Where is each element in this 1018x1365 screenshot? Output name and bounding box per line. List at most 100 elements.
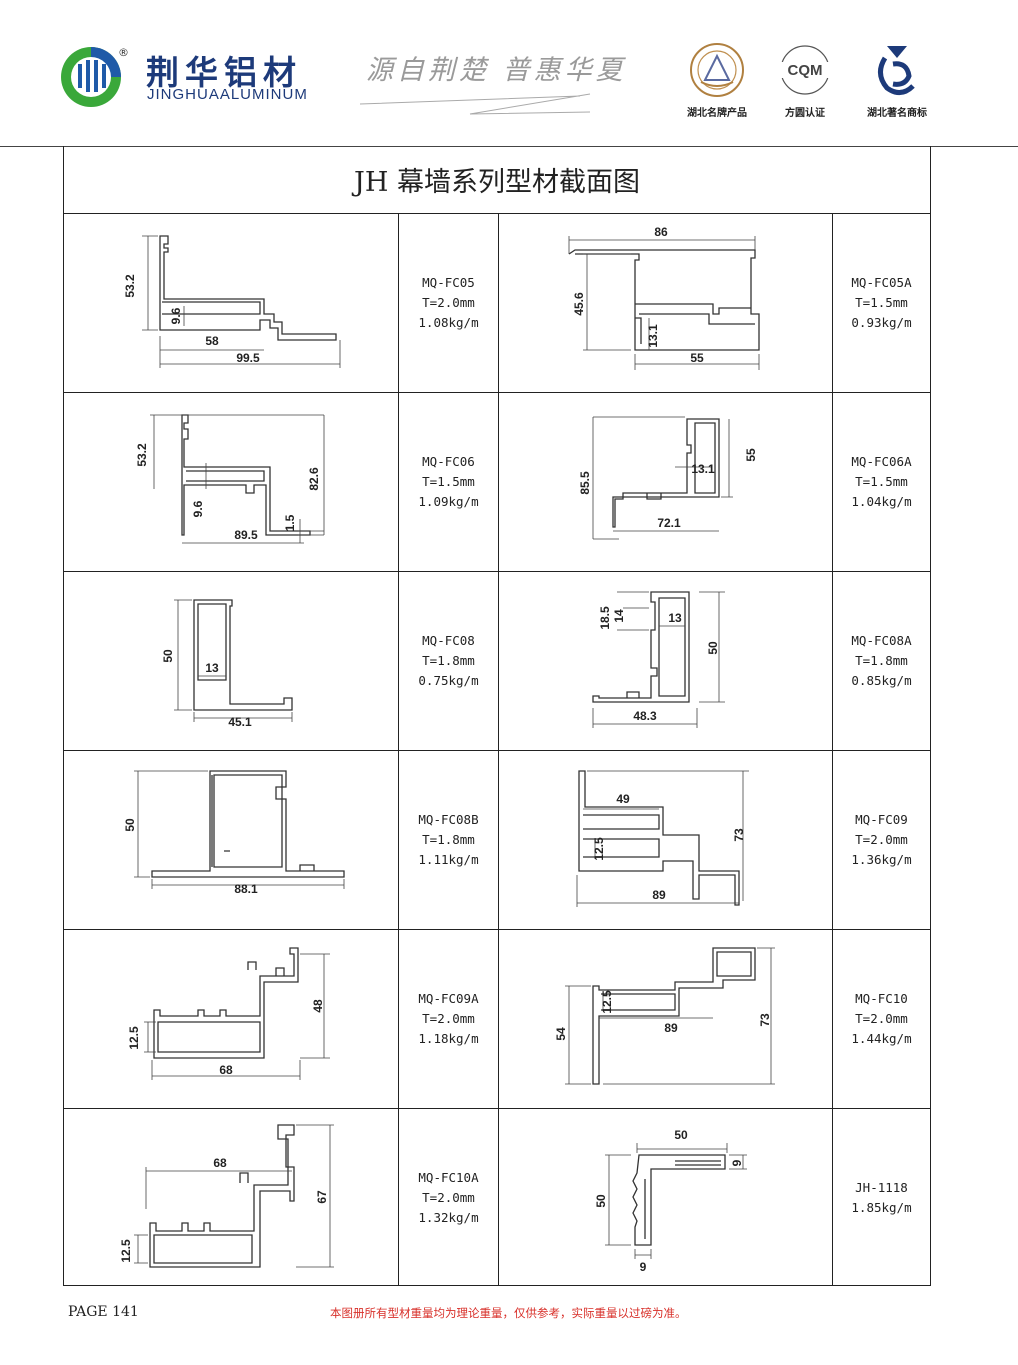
dim-label: 89 bbox=[664, 1021, 678, 1035]
profile-outline bbox=[592, 591, 690, 703]
dim-label: 13 bbox=[668, 611, 682, 625]
dim-label: 85.5 bbox=[578, 471, 592, 495]
trademark-icon bbox=[878, 46, 915, 95]
dim-label: 99.5 bbox=[236, 351, 260, 365]
model-code: MQ-FC06 bbox=[422, 454, 475, 469]
wall-thickness: T=2.0mm bbox=[422, 295, 475, 310]
dim-label: 9 bbox=[730, 1159, 744, 1166]
profile-drawing-mq-fc08: 50 13 45.1 bbox=[64, 572, 398, 750]
dim-label: 68 bbox=[219, 1063, 233, 1077]
dimension-line bbox=[174, 599, 293, 722]
model-code: MQ-FC05 bbox=[422, 275, 475, 290]
dim-label: 58 bbox=[205, 334, 219, 348]
profile-drawing-mq-fc06: 53.2 82.6 9.6 89.5 1.5 bbox=[64, 393, 398, 571]
wall-thickness: T=1.5mm bbox=[855, 295, 908, 310]
dim-label: 73 bbox=[732, 828, 746, 842]
dimension-line bbox=[134, 1124, 334, 1268]
profile-drawing-mq-fc10a: 68 67 12.5 bbox=[64, 1109, 398, 1286]
unit-weight: 1.36kg/m bbox=[851, 852, 912, 867]
dimension-line bbox=[150, 414, 325, 544]
catalog-row: 50 88.1 MQ-FC08B T=1.8mm 1.11kg/m 49 12.… bbox=[64, 751, 930, 930]
dim-label: 1.5 bbox=[283, 514, 297, 531]
model-code: MQ-FC10 bbox=[855, 991, 908, 1006]
wall-thickness: T=2.0mm bbox=[422, 1011, 475, 1026]
cert-label: 方圆认证 bbox=[785, 108, 825, 119]
slogan: 源自荆楚 普惠华夏 bbox=[366, 55, 627, 86]
dim-label: 45.6 bbox=[572, 292, 586, 316]
profile-outline bbox=[193, 599, 293, 711]
dim-label: 55 bbox=[744, 448, 758, 462]
profile-drawing-mq-fc08a: 18.5 14 13 50 48.3 bbox=[498, 572, 832, 750]
wall-thickness: T=1.5mm bbox=[422, 474, 475, 489]
dim-label: 50 bbox=[123, 818, 137, 832]
dimension-line bbox=[605, 1143, 747, 1259]
unit-weight: 1.44kg/m bbox=[851, 1031, 912, 1046]
seal-badge-icon bbox=[690, 43, 744, 97]
profile-outline bbox=[153, 947, 299, 1059]
model-code: JH-1118 bbox=[855, 1179, 908, 1195]
dimension-line bbox=[142, 235, 341, 368]
profile-spec-mq-fc05a: MQ-FC05A T=1.5mm 0.93kg/m bbox=[832, 214, 930, 392]
unit-weight: 0.93kg/m bbox=[851, 315, 912, 330]
profile-drawing-mq-fc08b: 50 88.1 bbox=[64, 751, 398, 929]
dimension-line bbox=[134, 770, 345, 889]
dimension-line bbox=[568, 236, 760, 370]
profile-outline bbox=[151, 770, 345, 878]
profile-outline bbox=[592, 947, 756, 1085]
dim-label: 53.2 bbox=[123, 274, 137, 298]
dim-label: 88.1 bbox=[234, 882, 258, 896]
dim-label: 82.6 bbox=[307, 467, 321, 491]
profile-spec-mq-fc10a: MQ-FC10A T=2.0mm 1.32kg/m bbox=[398, 1109, 498, 1286]
dim-label: 13.1 bbox=[691, 462, 715, 476]
header-divider bbox=[0, 146, 1018, 147]
dim-label: 54 bbox=[554, 1027, 568, 1041]
catalog-row: 53.2 9.6 58 99.5 MQ-FC05 T=2.0mm 1.08kg/… bbox=[64, 214, 930, 393]
brand-name-cn: 荆华铝材 bbox=[146, 53, 302, 92]
profile-outline bbox=[612, 418, 720, 528]
dim-label: 13 bbox=[205, 661, 219, 675]
page-header: ® 荆华铝材 JINGHUAALUMINUM 源自荆楚 普惠华夏 湖北名牌产品 … bbox=[0, 0, 1018, 146]
profile-spec-mq-fc08b: MQ-FC08B T=1.8mm 1.11kg/m bbox=[398, 751, 498, 929]
wall-thickness: T=2.0mm bbox=[422, 1189, 475, 1205]
dim-label: 49 bbox=[616, 792, 630, 806]
dim-label: 86 bbox=[654, 225, 668, 239]
profile-outline bbox=[632, 1154, 726, 1246]
model-code: MQ-FC08 bbox=[422, 633, 475, 648]
catalog-row: 53.2 82.6 9.6 89.5 1.5 MQ-FC06 T=1.5mm 1… bbox=[64, 393, 930, 572]
catalog-row: 68 67 12.5 MQ-FC10A T=2.0mm 1.32kg/m 50 … bbox=[64, 1109, 930, 1286]
dim-label: 13.1 bbox=[646, 324, 660, 348]
profile-drawing-mq-fc05a: 86 45.6 13.1 55 bbox=[498, 214, 832, 392]
model-code: MQ-FC09 bbox=[855, 812, 908, 827]
model-code: MQ-FC10A bbox=[418, 1169, 479, 1185]
catalog-row: 50 13 45.1 MQ-FC08 T=1.8mm 0.75kg/m 18.5… bbox=[64, 572, 930, 751]
dim-label: 53.2 bbox=[135, 443, 149, 467]
dim-label: 50 bbox=[161, 649, 175, 663]
unit-weight: 1.32kg/m bbox=[418, 1209, 479, 1225]
brand-name-en: JINGHUAALUMINUM bbox=[147, 86, 308, 103]
dim-label: 18.5 bbox=[598, 606, 612, 630]
wall-thickness: T=1.8mm bbox=[855, 653, 908, 668]
dim-label: 55 bbox=[690, 351, 704, 365]
profile-spec-mq-fc05: MQ-FC05 T=2.0mm 1.08kg/m bbox=[398, 214, 498, 392]
wall-thickness: T=1.8mm bbox=[422, 653, 475, 668]
profile-drawing-mq-fc09a: 48 12.5 68 bbox=[64, 930, 398, 1108]
dimension-line bbox=[592, 416, 733, 540]
dim-label: 89 bbox=[652, 888, 666, 902]
page-number: PAGE 141 bbox=[68, 1304, 139, 1320]
dim-label: 48 bbox=[311, 999, 325, 1013]
cert-label: 湖北名牌产品 bbox=[687, 108, 747, 119]
unit-weight: 1.08kg/m bbox=[418, 315, 479, 330]
page-title: JH 幕墙系列型材截面图 bbox=[354, 167, 640, 198]
profile-drawing-mq-fc05: 53.2 9.6 58 99.5 bbox=[64, 214, 398, 392]
profile-outline bbox=[578, 770, 740, 906]
profile-grid: 53.2 9.6 58 99.5 MQ-FC05 T=2.0mm 1.08kg/… bbox=[64, 214, 930, 1286]
dim-label: 14 bbox=[612, 609, 626, 623]
profile-drawing-mq-fc10: 12.5 54 89 73 bbox=[498, 930, 832, 1108]
dim-label: 50 bbox=[706, 641, 720, 655]
unit-weight: 1.11kg/m bbox=[418, 852, 479, 867]
model-code: MQ-FC08A bbox=[851, 633, 912, 648]
dim-label: 48.3 bbox=[633, 709, 657, 723]
profile-spec-mq-fc06a: MQ-FC06A T=1.5mm 1.04kg/m bbox=[832, 393, 930, 571]
dim-label: 9.6 bbox=[169, 307, 183, 324]
dim-label: 50 bbox=[594, 1194, 608, 1208]
